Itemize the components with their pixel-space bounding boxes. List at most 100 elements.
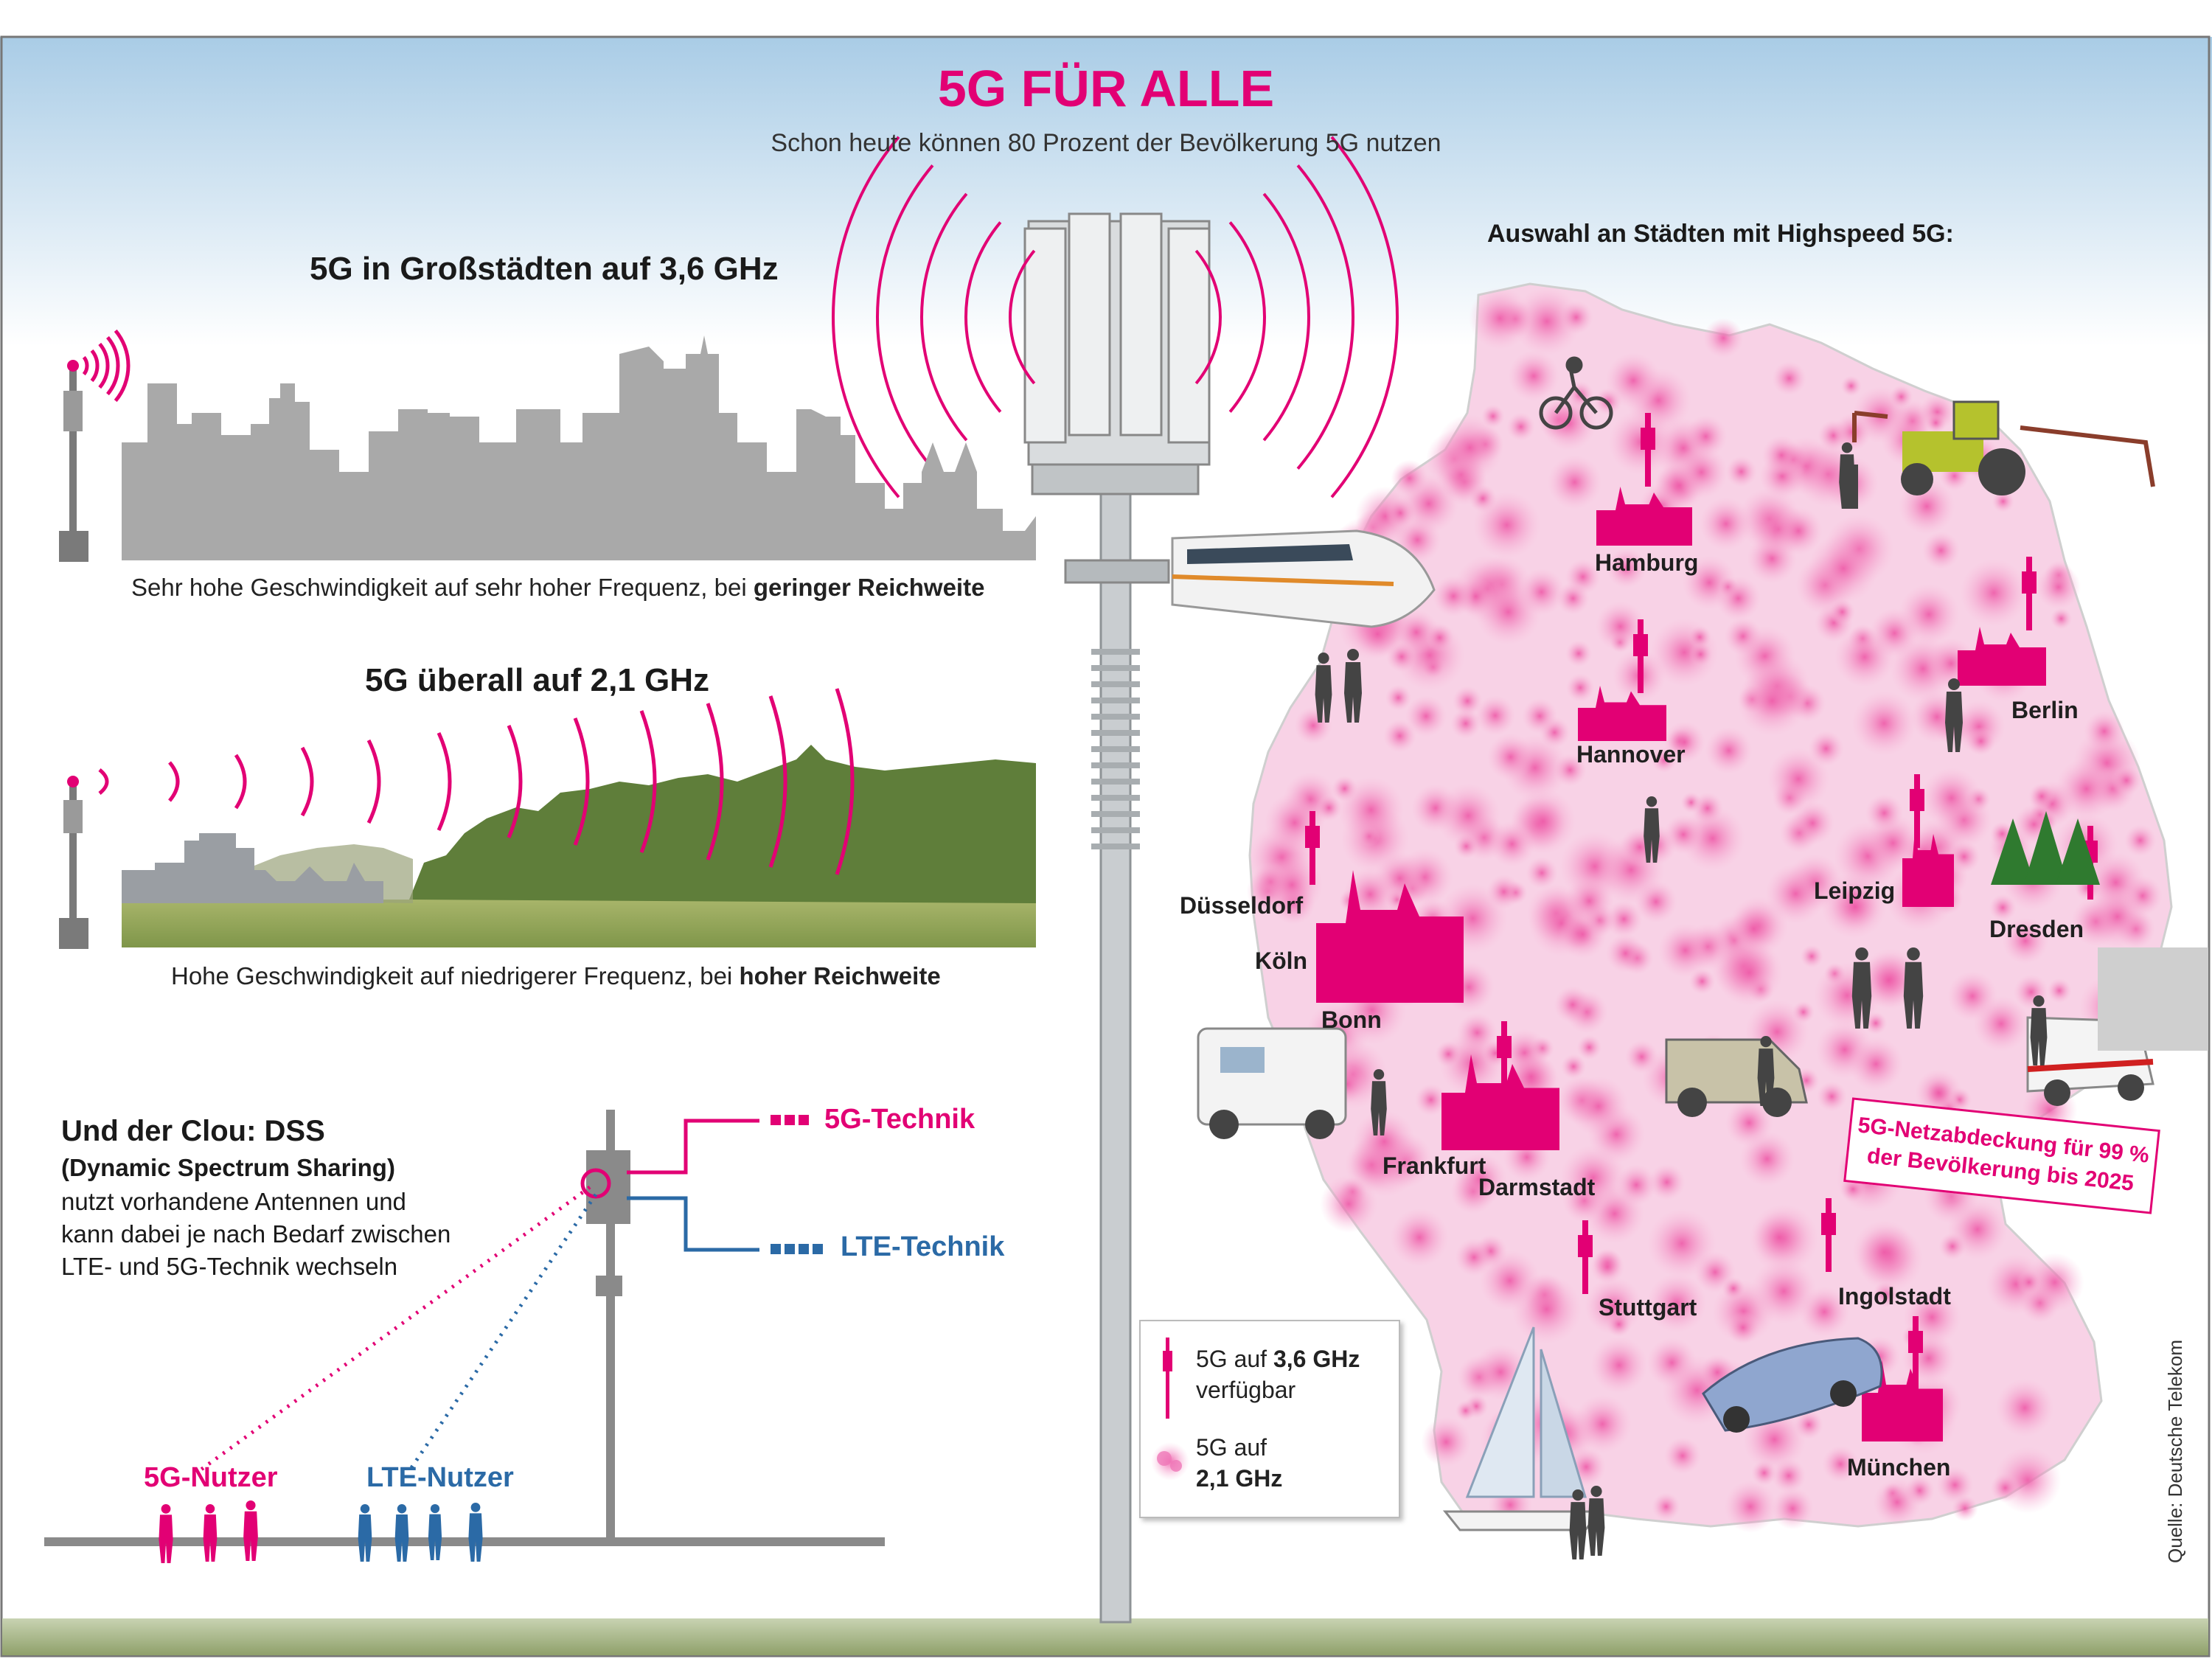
coverage-spot <box>1405 695 1447 737</box>
coverage-spot <box>1730 905 1778 953</box>
signal-arc <box>964 221 1002 413</box>
dss-diagram <box>44 1110 885 1563</box>
dss-label-5g-nutzer: 5G-Nutzer <box>144 1462 278 1493</box>
city-label-bonn: Bonn <box>1321 1006 1382 1033</box>
signal-arc <box>82 355 89 376</box>
sailboat-icon <box>1442 1326 1603 1531</box>
coverage-spot <box>2124 824 2157 857</box>
signal-arc <box>920 192 968 442</box>
page-title: 5G FÜR ALLE <box>937 60 1275 117</box>
coverage-spot <box>1294 706 1332 745</box>
signal-arc <box>1296 164 1354 470</box>
coverage-spot <box>1479 1250 1541 1312</box>
user-5g-icon <box>203 1514 218 1562</box>
coverage-spot <box>1834 626 1895 688</box>
dss-subheading: (Dynamic Spectrum Sharing) <box>61 1154 395 1181</box>
coverage-spot <box>1590 1336 1648 1394</box>
person-icon <box>2030 1008 2048 1065</box>
person-icon <box>1851 961 1872 1029</box>
tower-3-6ghz-icon <box>1641 428 1655 450</box>
coverage-spot <box>1808 533 1879 604</box>
convertible-icon <box>1702 1337 1883 1433</box>
coverage-spot <box>1553 753 1587 787</box>
signal-arc <box>706 703 724 860</box>
coverage-spot <box>1652 1492 1680 1521</box>
coverage-spot <box>2047 978 2072 1004</box>
coverage-spot <box>1703 318 1744 358</box>
coverage-spot <box>1722 1276 1745 1301</box>
coverage-spot <box>1454 1152 1507 1206</box>
coverage-spot <box>1725 456 1757 487</box>
source-credit: Quelle: Deutsche Telekom <box>2164 1339 2186 1563</box>
coverage-spot <box>1425 623 1454 653</box>
coverage-spot <box>1972 995 2030 1052</box>
coverage-spot <box>1724 1480 1777 1533</box>
city-label-kln: Köln <box>1255 947 1308 974</box>
coverage-spot <box>1489 821 1535 867</box>
signal-arc <box>768 695 787 868</box>
user-lte-icon <box>428 1514 442 1560</box>
coverage-spot <box>1506 412 1536 442</box>
coverage-spot <box>1938 1232 1966 1260</box>
dss-body: nutzt vorhandene Antennen und kann dabei… <box>61 1186 451 1283</box>
tower-3-6ghz-icon <box>2022 571 2037 594</box>
tower-small-city <box>59 360 88 562</box>
coverage-spot <box>1990 1472 2020 1503</box>
coverage-spot <box>1751 1460 1778 1486</box>
coverage-spot <box>1606 548 1647 588</box>
coverage-spot <box>1774 507 1823 555</box>
dss-body-line: nutzt vorhandene Antennen und <box>61 1188 406 1215</box>
coverage-spot <box>1772 361 1806 396</box>
tower-step <box>1091 714 1140 720</box>
coverage-spot <box>1615 1164 1658 1206</box>
coverage-spot <box>1590 1249 1625 1284</box>
coverage-spot <box>1455 1238 1493 1276</box>
coverage-spot <box>1794 1410 1824 1440</box>
signal-arc <box>234 754 247 810</box>
signal-arc <box>90 349 100 383</box>
coverage-spot <box>1851 1220 1917 1284</box>
tower-step <box>1091 795 1140 801</box>
city-skyline-icon <box>1316 870 1464 1003</box>
city-label-darmstadt: Darmstadt <box>1478 1174 1596 1200</box>
tower-step <box>1091 811 1140 817</box>
coverage-spot <box>1915 1069 1963 1116</box>
signal-arc <box>114 329 131 403</box>
coverage-spot <box>1352 1110 1416 1173</box>
dss-5g-squares <box>771 1115 809 1125</box>
signal-arc <box>1262 192 1310 442</box>
coverage-spot <box>1433 575 1475 617</box>
rural-scene <box>59 688 1036 949</box>
5g-user-figures <box>159 1500 258 1563</box>
coverage-spot <box>1559 300 1593 335</box>
person-icon <box>1646 796 1658 807</box>
city-label-stuttgart: Stuttgart <box>1599 1294 1697 1321</box>
map-decorations <box>1171 356 2208 1531</box>
coverage-spot <box>1452 686 1483 717</box>
dss-label-lte-nutzer: LTE-Nutzer <box>366 1462 514 1493</box>
legend-tower-icon <box>1163 1338 1172 1419</box>
tower-3-6ghz-icon <box>1578 1235 1593 1257</box>
tower-step <box>1091 681 1140 687</box>
person-icon <box>1757 1048 1775 1106</box>
coverage-spot <box>1936 1466 1974 1504</box>
coverage-spot <box>1658 923 1713 978</box>
coverage-spot <box>1989 894 2017 922</box>
coverage-spot <box>2086 885 2149 948</box>
coverage-spot <box>1851 691 1917 756</box>
tower-step <box>1091 746 1140 752</box>
coverage-spot <box>1790 801 1834 845</box>
page-subtitle: Schon heute können 80 Prozent der Bevölk… <box>771 129 1441 157</box>
coverage-spot <box>1338 776 1405 844</box>
user-lte-icon <box>394 1514 409 1562</box>
coverage-spot <box>1450 708 1481 739</box>
person-icon <box>1948 678 1960 690</box>
coverage-spot <box>1547 455 1602 509</box>
signal-arc <box>876 164 934 470</box>
user-lte-icon <box>360 1504 370 1514</box>
tower-3-6ghz-icon <box>1633 634 1648 656</box>
city-section-heading: 5G in Großstädten auf 3,6 GHz <box>310 251 779 287</box>
dss-link-5g <box>627 1119 759 1175</box>
tower-step <box>1091 844 1140 849</box>
